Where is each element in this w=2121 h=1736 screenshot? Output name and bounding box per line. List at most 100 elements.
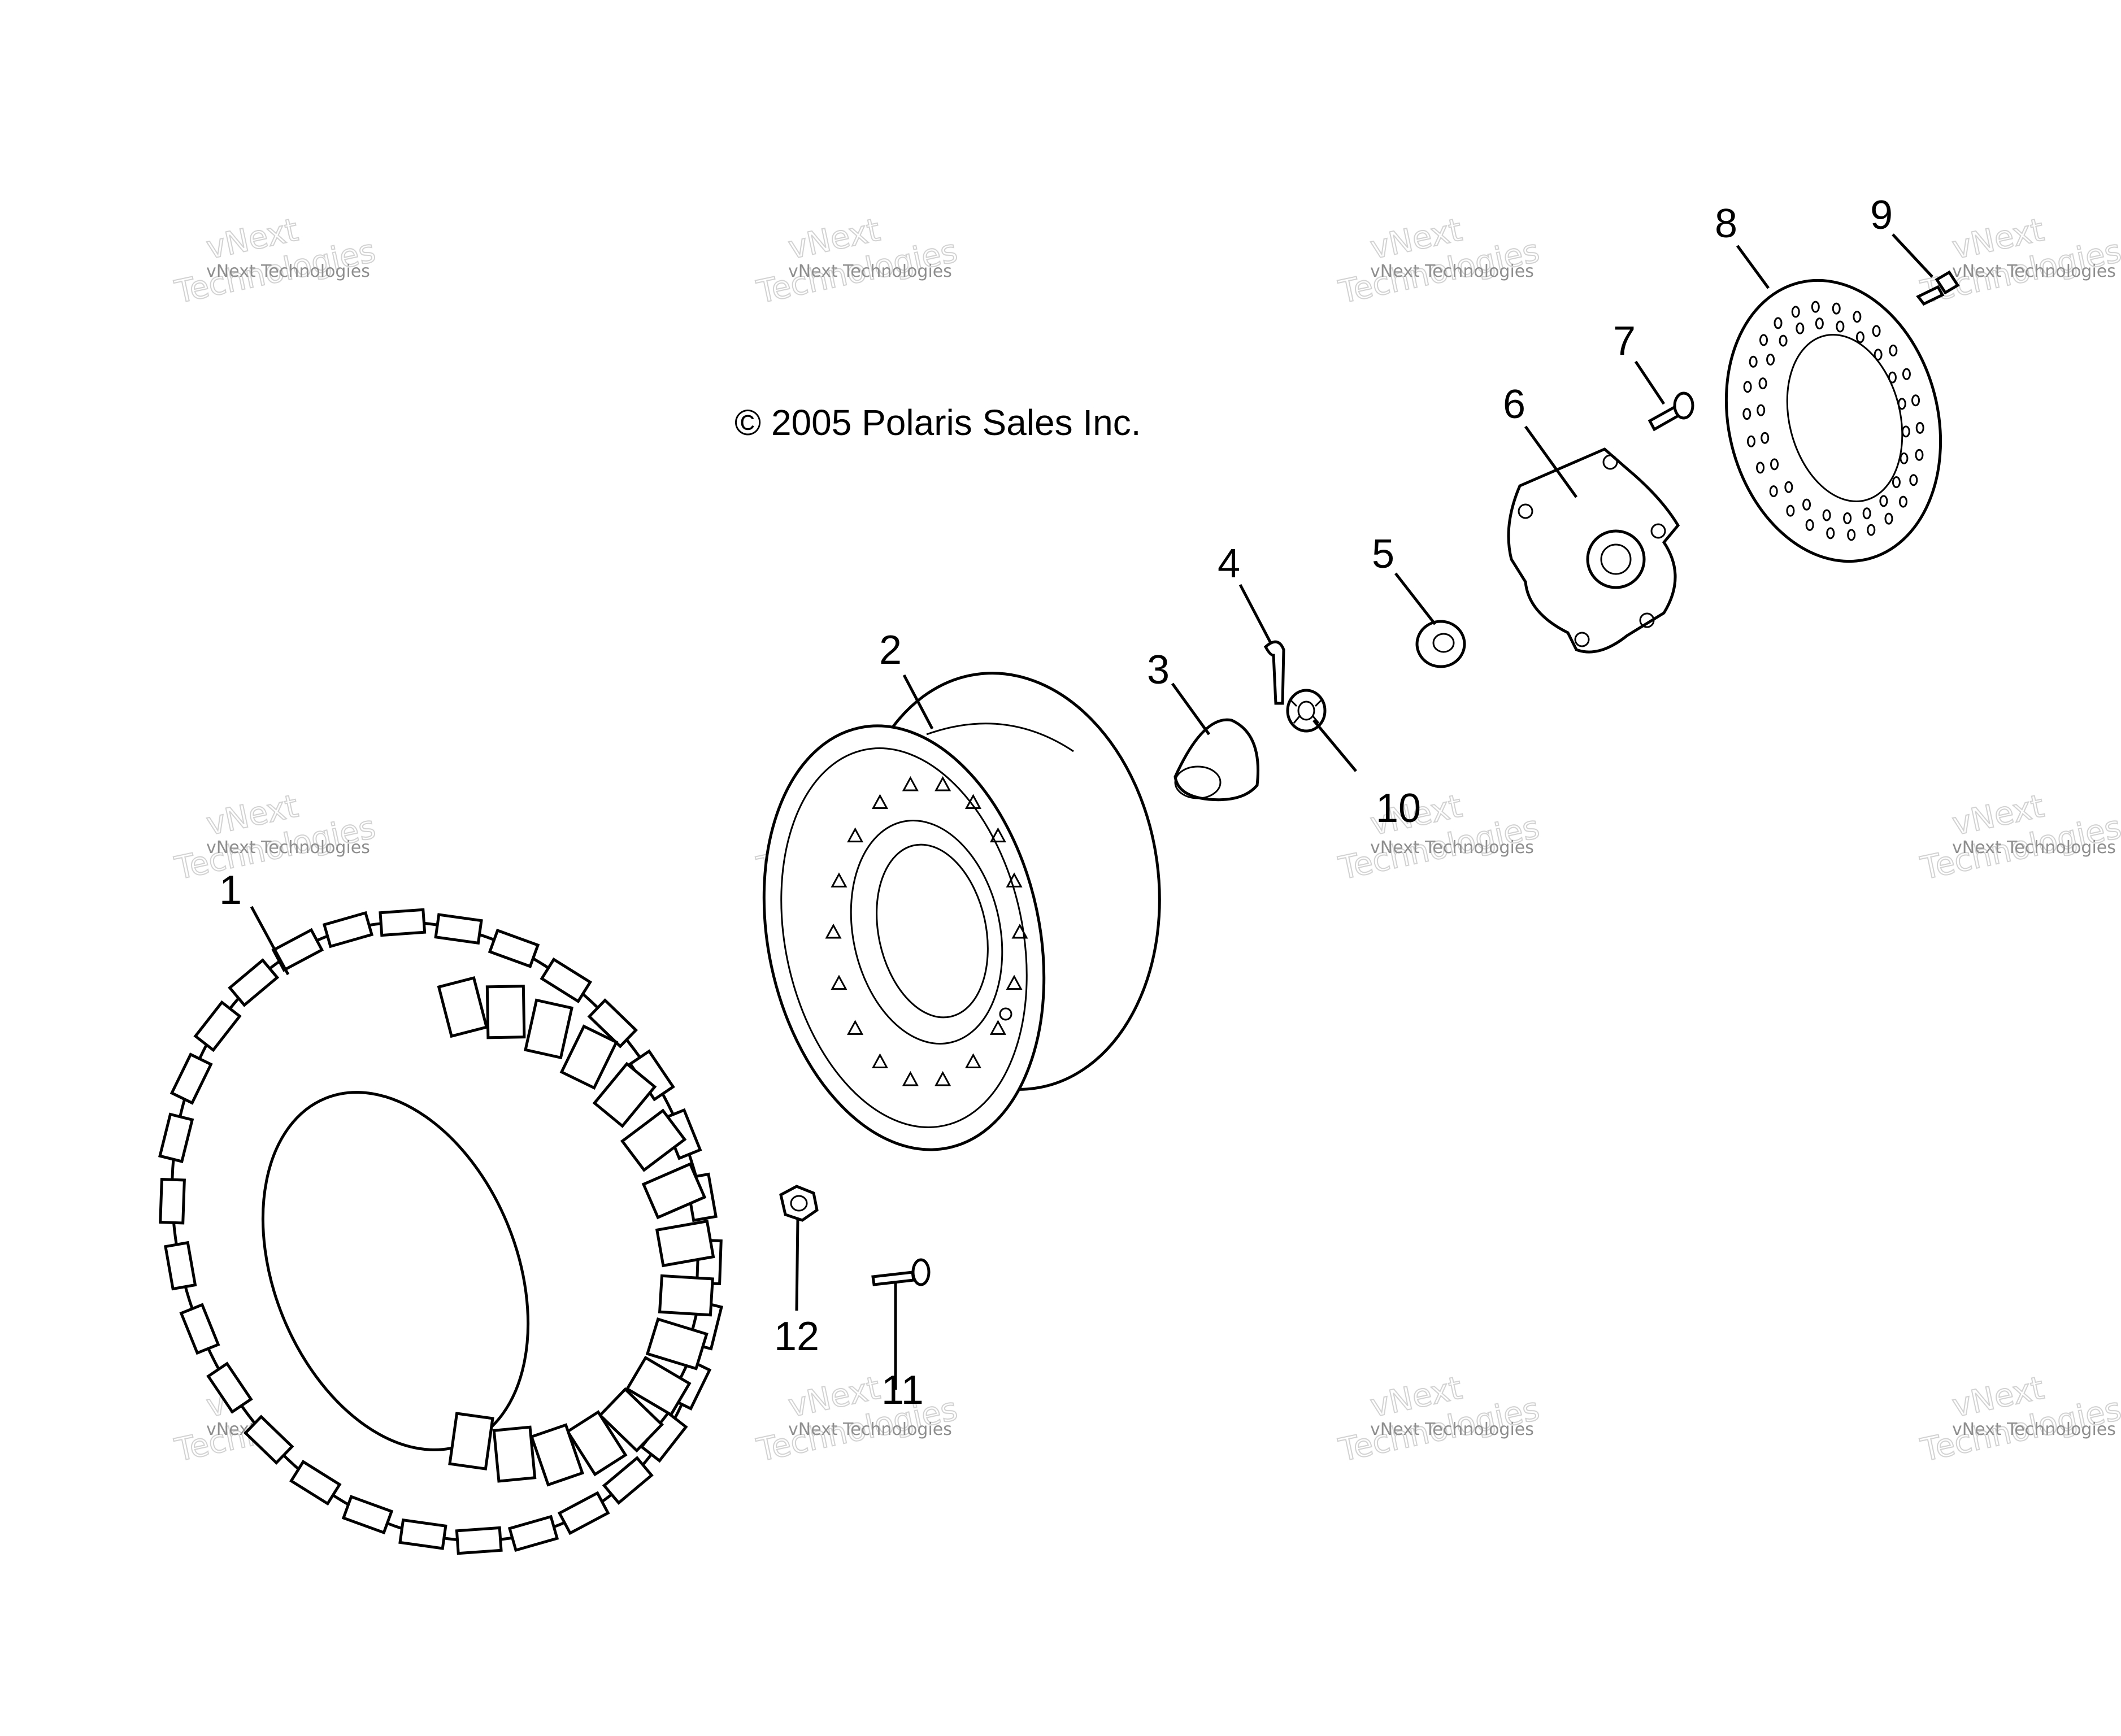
brake-disc-hole xyxy=(1911,394,1920,407)
cotter-pin-part[interactable] xyxy=(1263,640,1285,705)
tread-block-outer xyxy=(341,1495,394,1535)
rim-vent-hole xyxy=(847,827,864,843)
watermark-small: vNext Technologies xyxy=(1370,262,1534,281)
brake-disc-hole xyxy=(1900,452,1909,464)
brake-disc-hole xyxy=(1901,425,1910,438)
rim-vent-hole xyxy=(964,794,982,809)
brake-disc-hole xyxy=(1743,381,1752,393)
watermark-small: vNext Technologies xyxy=(788,1420,952,1439)
brake-disc-hole xyxy=(1855,331,1864,343)
tread-block-outer xyxy=(289,1460,342,1506)
callout-11: 11 xyxy=(881,1368,924,1413)
brake-disc-hole xyxy=(1892,476,1901,489)
brake-disc-hole xyxy=(1756,462,1765,474)
tread-block-inner xyxy=(492,1425,537,1483)
tread-block-outer xyxy=(488,928,540,968)
tread-block-outer xyxy=(159,1177,186,1225)
brake-disc-hole xyxy=(1826,527,1835,539)
watermark-small: vNext Technologies xyxy=(1370,1420,1534,1439)
tread-block-inner xyxy=(645,1317,709,1370)
brake-disc-hole xyxy=(1847,529,1856,541)
brake-disc-hole xyxy=(1853,311,1862,323)
tread-block-inner xyxy=(448,1412,494,1470)
brake-disc-hole xyxy=(1746,435,1755,447)
callout-4: 4 xyxy=(1218,541,1240,586)
tread-block-inner xyxy=(524,998,574,1060)
rim-vent-hole xyxy=(871,794,889,809)
lug-nut-part[interactable] xyxy=(779,1185,819,1222)
tread-block-outer xyxy=(271,928,324,972)
tread-block-outer xyxy=(179,1303,220,1355)
brake-disc-hole xyxy=(1836,320,1845,333)
castle-nut-part[interactable] xyxy=(1286,689,1327,733)
tread-block-inner xyxy=(655,1219,715,1268)
brake-disc-hole xyxy=(1769,485,1778,498)
tread-block-outer xyxy=(455,1526,503,1555)
tire-part[interactable] xyxy=(81,841,801,1622)
tread-block-outer xyxy=(243,1415,294,1465)
wheel-hub-part[interactable] xyxy=(1507,447,1680,654)
brake-disc-hole xyxy=(1832,302,1841,315)
brake-disc-hole xyxy=(1757,404,1766,416)
tread-block-outer xyxy=(434,913,483,945)
callout-2: 2 xyxy=(879,628,902,673)
disc-bolt-part[interactable] xyxy=(1916,270,1960,306)
brake-disc-hole xyxy=(1811,301,1820,313)
tread-block-outer xyxy=(228,958,280,1007)
watermark-small: vNext Technologies xyxy=(788,262,952,281)
tread-block-inner xyxy=(485,985,526,1039)
brake-disc-hole xyxy=(1889,344,1898,356)
brake-disc-hole xyxy=(1796,322,1805,334)
brake-disc-hole xyxy=(1758,377,1767,390)
tread-block-outer xyxy=(557,1491,610,1535)
rim-vent-hole xyxy=(831,872,847,887)
brake-disc-hole xyxy=(1884,512,1893,525)
watermark-small: vNext Technologies xyxy=(206,838,370,858)
washer-part[interactable] xyxy=(1415,620,1466,668)
brake-disc-holes xyxy=(1742,301,1924,541)
watermark-small: vNext Technologies xyxy=(1370,838,1534,858)
hub-stud-part[interactable] xyxy=(1648,391,1694,432)
rim-vent-hole xyxy=(1006,974,1023,990)
tread-block-outer xyxy=(379,908,427,937)
rim-vent-hole xyxy=(964,1053,982,1068)
leader-lines xyxy=(250,233,1933,1390)
tread-block-outer xyxy=(193,1000,242,1052)
brake-disc-hole xyxy=(1902,368,1911,380)
wheel-rim-part[interactable] xyxy=(727,653,1186,1176)
brake-disc-hole xyxy=(1779,334,1788,347)
callout-5: 5 xyxy=(1372,532,1394,577)
watermark-small: vNext Technologies xyxy=(1952,262,2116,281)
tread-block-outer xyxy=(507,1515,559,1552)
tread-block-outer xyxy=(540,957,593,1003)
brake-disc-hole xyxy=(1761,432,1770,444)
brake-disc-hole xyxy=(1897,398,1906,410)
hub-cap-part[interactable] xyxy=(1173,718,1260,802)
tread-block-inner xyxy=(592,1061,657,1128)
brake-disc-hole xyxy=(1742,408,1751,420)
wheel-stud-part[interactable] xyxy=(871,1258,931,1286)
rim-vent-hole xyxy=(935,776,951,791)
brake-disc-hole xyxy=(1815,317,1824,330)
brake-disc-hole xyxy=(1888,371,1897,384)
brake-disc-hole xyxy=(1770,458,1779,471)
tread-block-inner xyxy=(529,1423,584,1487)
brake-disc-hole xyxy=(1872,325,1881,337)
brake-disc-part[interactable] xyxy=(1698,258,1970,585)
rim-vent-hole xyxy=(831,974,847,990)
brake-disc-hole xyxy=(1915,449,1924,461)
tread-block-outer xyxy=(322,911,374,949)
brake-disc-hole xyxy=(1874,349,1883,361)
brake-disc-hole xyxy=(1867,524,1876,536)
tread-block-outer xyxy=(164,1241,197,1291)
watermark-small: vNext Technologies xyxy=(1952,1420,2116,1439)
rim-vent-hole xyxy=(1006,872,1023,887)
tread-block-inner xyxy=(566,1410,628,1477)
watermark-small: vNext Technologies xyxy=(206,262,370,281)
